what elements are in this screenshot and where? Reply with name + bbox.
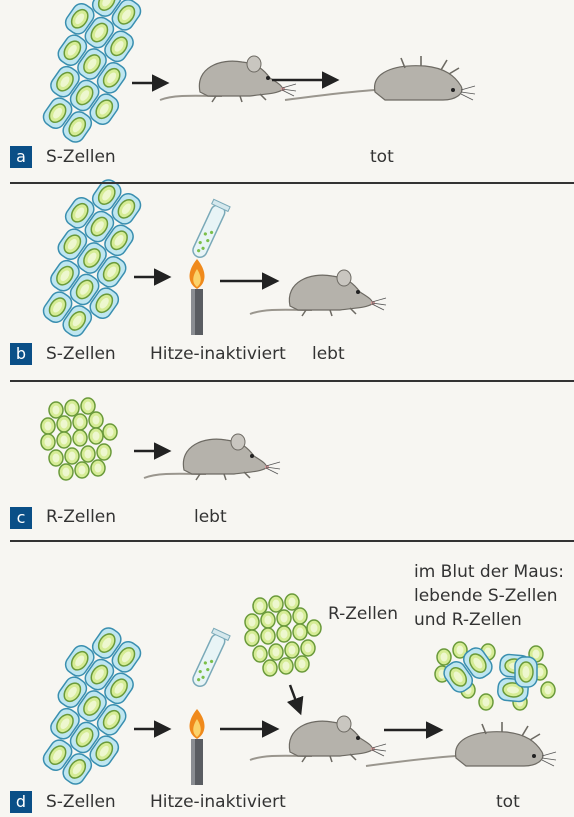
arrow-icon: [290, 685, 300, 712]
panel-c-badge: c: [10, 507, 32, 529]
panel-b-treatment-label: Hitze-inaktiviert: [150, 344, 286, 364]
panel-a-artwork: [10, 0, 475, 152]
panel-d-treatment-label: Hitze-inaktiviert: [150, 792, 286, 812]
panel-c-outcome-label: lebt: [194, 507, 227, 527]
dead-mouse-icon: [285, 56, 475, 100]
panel-a-badge: a: [10, 146, 32, 168]
bunsen-burner-icon: [190, 709, 205, 785]
panel-b-cells-label: S-Zellen: [46, 344, 116, 364]
mouse-icon: [250, 270, 386, 316]
blood-cells-icon: [435, 642, 555, 710]
panel-a-cells-label: S-Zellen: [46, 147, 116, 167]
s-cell-cluster-icon: [10, 0, 173, 152]
divider: [10, 182, 574, 184]
panel-b-outcome-label: lebt: [312, 344, 345, 364]
mouse-icon: [250, 716, 386, 762]
bunsen-burner-icon: [190, 259, 205, 335]
panel-d-outcome-label: tot: [496, 792, 520, 812]
s-cell-cluster-icon: [10, 170, 173, 347]
panel-a-outcome-label: tot: [370, 147, 394, 167]
s-cell-cluster-icon: [10, 618, 173, 795]
test-tube-icon: [189, 628, 230, 689]
r-cell-cluster-icon: [41, 398, 117, 480]
panel-b-badge: b: [10, 343, 32, 365]
panel-d-badge: d: [10, 791, 32, 813]
panel-d-blood-line3: und R-Zellen: [414, 610, 522, 630]
r-cell-cluster-icon: [245, 594, 321, 676]
divider: [10, 380, 574, 382]
panel-b-artwork: [10, 170, 386, 347]
test-tube-icon: [189, 199, 230, 260]
dead-mouse-icon: [366, 722, 556, 766]
panel-c-artwork: [41, 398, 280, 480]
panel-d-blood-line1: im Blut der Maus:: [414, 562, 564, 582]
panel-d-cells-label: S-Zellen: [46, 792, 116, 812]
mouse-icon: [144, 434, 280, 480]
divider: [10, 540, 574, 542]
panel-c-cells-label: R-Zellen: [46, 507, 116, 527]
panel-d-rcells-label: R-Zellen: [328, 604, 398, 624]
panel-d-blood-line2: lebende S-Zellen: [414, 586, 558, 606]
